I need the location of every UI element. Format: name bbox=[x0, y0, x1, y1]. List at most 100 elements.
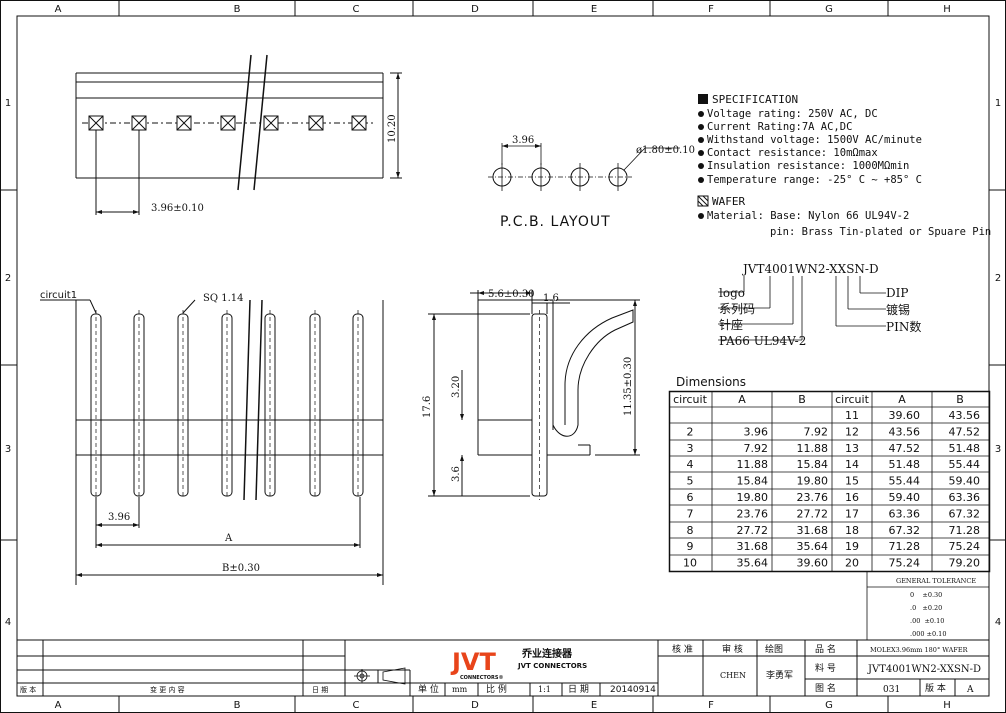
tolerance-row: .00 ±0.10 bbox=[910, 617, 944, 625]
table-cell: 31.68 bbox=[737, 540, 769, 553]
tb-reviewer: CHEN bbox=[720, 671, 746, 680]
row-label-left: 2 bbox=[5, 273, 11, 284]
wafer-item: pin: Brass Tin-plated or Spuare Pin bbox=[770, 226, 991, 238]
table-cell: 20 bbox=[845, 557, 859, 570]
pcb-layout-title: P.C.B. LAYOUT bbox=[500, 214, 611, 230]
tb-date-label: 日 期 bbox=[312, 686, 328, 694]
table-cell: 67.32 bbox=[949, 507, 981, 520]
table-cell: 47.52 bbox=[949, 425, 981, 438]
table-cell: 59.40 bbox=[889, 491, 921, 504]
tb-draw-label: 绘图 bbox=[765, 643, 783, 655]
pcb-hole-dim: ø1.80±0.10 bbox=[636, 145, 695, 156]
col-label-top: A bbox=[55, 4, 62, 15]
table-cell: 59.40 bbox=[949, 475, 981, 488]
table-cell: 7 bbox=[687, 507, 694, 520]
table-cell: 71.28 bbox=[889, 540, 921, 553]
front-dim-a: A bbox=[224, 533, 233, 544]
tb-unit-value: mm bbox=[452, 685, 468, 694]
tb-review-label: 审 核 bbox=[722, 643, 743, 655]
spec-item: Contact resistance: 10mΩmax bbox=[707, 147, 878, 159]
tb-ver-label: 版 本 bbox=[925, 682, 946, 694]
table-cell: 23.76 bbox=[737, 507, 769, 520]
table-cell: 75.24 bbox=[889, 557, 921, 570]
table-cell: 43.56 bbox=[889, 425, 921, 438]
wafer-item: Material: Base: Nylon 66 UL94V-2 bbox=[707, 210, 909, 222]
table-cell: 16 bbox=[845, 491, 859, 504]
spec-item: Voltage rating: 250V AC, DC bbox=[707, 108, 878, 120]
circuit1-label: circuit1 bbox=[40, 290, 77, 301]
tb-pno-label: 料 号 bbox=[815, 662, 836, 674]
col-label-bottom: B bbox=[234, 700, 241, 711]
table-cell: 9 bbox=[687, 540, 694, 553]
table-cell: 27.72 bbox=[797, 507, 829, 520]
table-cell: 2 bbox=[687, 425, 694, 438]
dim-header-cell: B bbox=[798, 393, 806, 406]
title-block: 版 本 变 更 内 容 日 期 单 位 mm 比 例 1:1 日 期 20140… bbox=[17, 639, 989, 696]
table-cell: 10 bbox=[683, 557, 697, 570]
col-label-top: B bbox=[234, 4, 241, 15]
table-cell: 31.68 bbox=[797, 524, 829, 537]
table-cell: 3.96 bbox=[744, 425, 769, 438]
side-dim-total: 17.6 bbox=[422, 396, 433, 418]
spec-item: Insulation resistance: 1000MΩmin bbox=[707, 160, 909, 172]
row-label-right: 3 bbox=[995, 444, 1001, 455]
dim-header-cell: circuit bbox=[835, 393, 869, 406]
table-cell: 39.60 bbox=[889, 409, 921, 422]
table-cell: 55.44 bbox=[889, 475, 921, 488]
table-cell: 47.52 bbox=[889, 442, 921, 455]
tb-date2-label: 日 期 bbox=[568, 684, 589, 695]
tb-unit-label: 单 位 bbox=[418, 683, 439, 695]
company-en: JVT CONNECTORS bbox=[517, 662, 587, 670]
front-dim-b: B±0.30 bbox=[222, 563, 260, 574]
col-label-bottom: F bbox=[708, 700, 714, 711]
pcb-pitch-dim: 3.96 bbox=[512, 135, 534, 146]
tolerance-row: .0 ±0.20 bbox=[910, 604, 942, 612]
table-cell: 19 bbox=[845, 540, 859, 553]
part-code-text: JVT4001WN2-XXSN-D bbox=[741, 262, 879, 276]
spec-square-icon bbox=[698, 94, 708, 104]
dim-header-cell: B bbox=[956, 393, 964, 406]
spec-bullets bbox=[698, 111, 704, 219]
table-cell: 79.20 bbox=[949, 557, 981, 570]
col-label-top: F bbox=[708, 4, 714, 15]
tolerance-row: 0 ±0.30 bbox=[910, 591, 942, 599]
tb-date-value: 20140914 bbox=[610, 685, 656, 695]
dim-header-cell: A bbox=[738, 393, 746, 406]
table-cell: 63.36 bbox=[889, 507, 921, 520]
table-cell: 15.84 bbox=[797, 458, 829, 471]
table-cell: 11.88 bbox=[797, 442, 829, 455]
table-cell: 71.28 bbox=[949, 524, 981, 537]
row-label-left: 1 bbox=[5, 98, 11, 109]
col-label-top: E bbox=[591, 4, 597, 15]
table-cell: 35.64 bbox=[737, 557, 769, 570]
table-cell: 4 bbox=[687, 458, 694, 471]
col-label-bottom: H bbox=[943, 700, 951, 711]
table-cell: 3 bbox=[687, 442, 694, 455]
table-cell: 39.60 bbox=[797, 557, 829, 570]
wafer-title: WAFER bbox=[712, 195, 745, 208]
table-cell: 15.84 bbox=[737, 475, 769, 488]
front-view: circuit1 SQ 1.14 3.96 A B±0.30 bbox=[40, 290, 384, 585]
col-label-top: D bbox=[471, 4, 479, 15]
spec-title: SPECIFICATION bbox=[712, 93, 798, 106]
tb-pname: MOLEX3.96mm 180° WAFER bbox=[870, 646, 969, 654]
row-label-left: 3 bbox=[5, 444, 11, 455]
col-label-bottom: A bbox=[55, 700, 62, 711]
top-height-dim: 10.20 bbox=[387, 114, 398, 143]
tb-rev-label: 版 本 bbox=[20, 685, 36, 694]
table-cell: 55.44 bbox=[949, 458, 981, 471]
code-label-dip: DIP bbox=[886, 286, 908, 300]
row-label-right: 4 bbox=[995, 617, 1001, 628]
code-label-pin-count: PIN数 bbox=[886, 319, 921, 334]
pcb-layout: 3.96 ø1.80±0.10 P.C.B. LAYOUT bbox=[488, 135, 695, 230]
table-row: 10 35.64 39.60 20 75.24 79.20 bbox=[683, 557, 980, 570]
